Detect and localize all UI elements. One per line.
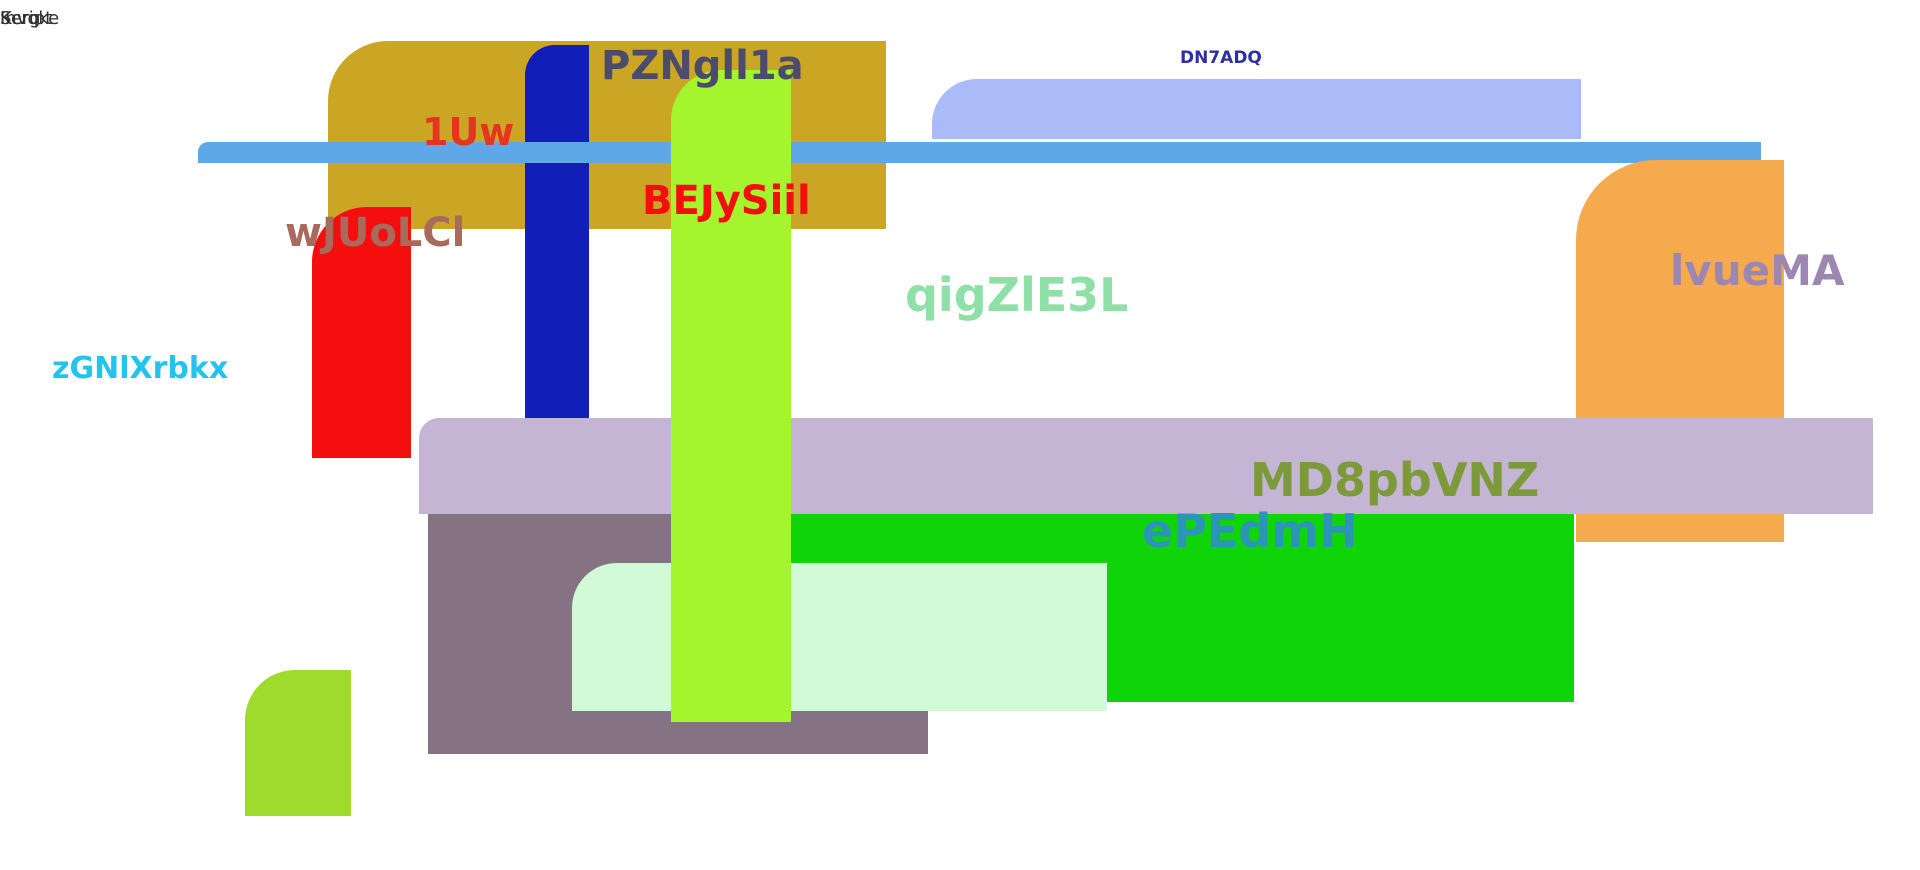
lime-column [671,70,791,722]
mint-block [572,563,1107,711]
label-qigzle3l: qigZlE3L [905,268,1129,322]
overlap-text-1: Invoke [0,8,60,29]
lilac-bar [419,418,1873,514]
label-zgnlxrbkx: zGNlXrbkx [52,351,229,386]
label-wjuolcl: wJUoLCl [285,210,466,256]
label-dn7adq: DN7ADQ [1180,48,1262,68]
lime-small-block [245,670,351,816]
label-lvuema: lvueMA [1670,246,1845,295]
label-1uw: 1Uw [422,110,515,154]
overlap-text-2: Script [0,8,53,29]
gold-panel [328,41,886,229]
red-block [312,207,411,458]
label-md8pbvnz: MD8pbVNZ [1250,453,1540,507]
label-bejysiil: BEJySiil [642,178,811,224]
overlap-text-3: Kerg [0,8,41,29]
label-pzngll1a: PZNgll1a [601,43,804,89]
navy-column [525,45,589,421]
label-epedmh: ePEdmH [1142,504,1358,558]
sky-blue-bar [198,142,1761,163]
periwinkle-panel [932,79,1581,139]
